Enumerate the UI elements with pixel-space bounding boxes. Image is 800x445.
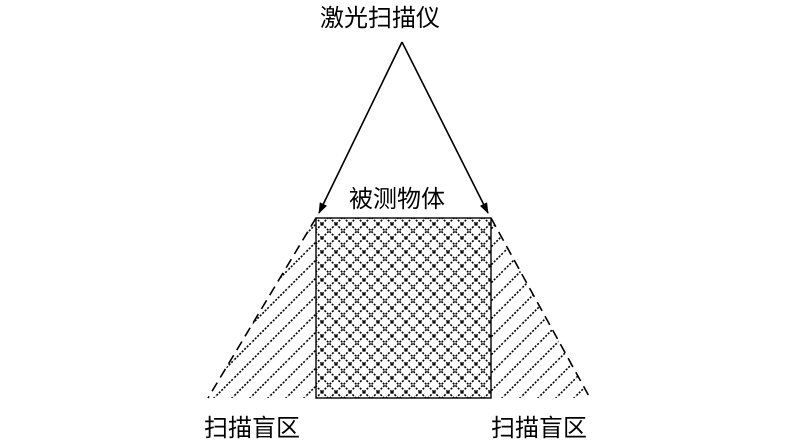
scan-ray-left [318, 41, 403, 214]
blind-zone-left-label: 扫描盲区 [204, 414, 300, 442]
blind-zone-right-edge [490, 217, 591, 399]
scanner-label: 激光扫描仪 [320, 4, 440, 32]
object-label: 被测物体 [349, 185, 445, 213]
blind-zone-right-label: 扫描盲区 [491, 414, 587, 442]
measured-object-box [315, 217, 492, 399]
blind-zone-left-edge [207, 217, 317, 399]
scan-ray-right [401, 41, 489, 214]
